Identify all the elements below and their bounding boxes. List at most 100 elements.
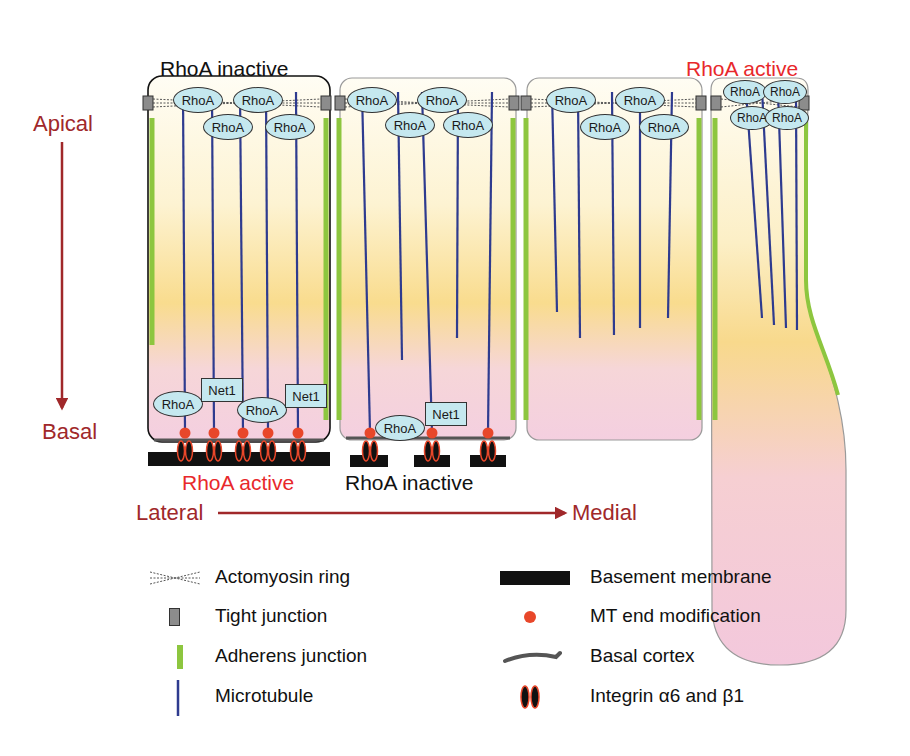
state-label: RhoA active <box>182 471 294 494</box>
adherens-junction <box>337 118 342 420</box>
adherens-junction <box>150 118 155 345</box>
protein-label: RhoA <box>212 120 245 135</box>
net1-box: Net1 <box>285 384 327 408</box>
legend-text: Tight junction <box>215 606 327 627</box>
rhoa-oval: RhoA <box>233 87 283 113</box>
protein-label: RhoA <box>394 118 427 133</box>
legend-text: MT end modification <box>590 606 761 627</box>
integrin <box>425 441 432 461</box>
rhoa-oval: RhoA <box>375 415 425 441</box>
protein-label: RhoA <box>384 421 417 436</box>
rhoa-oval: RhoA <box>153 391 203 417</box>
protein-label: RhoA <box>555 93 588 108</box>
tight-junction <box>711 96 721 110</box>
rhoa-oval: RhoA <box>385 112 435 138</box>
microtubule <box>552 92 557 312</box>
legend-integrin-icon <box>531 686 539 708</box>
legend-fiber <box>150 572 200 584</box>
legend-integrin-icon <box>521 686 529 708</box>
cell-body <box>148 76 330 442</box>
protein-label: RhoA <box>426 93 459 108</box>
tight-junction <box>335 96 345 110</box>
adherens-junction <box>511 118 516 420</box>
microtubule <box>488 92 492 432</box>
tight-junction <box>321 96 331 110</box>
mt-end-dot <box>263 428 274 439</box>
mt-end-dot <box>180 428 191 439</box>
adherens-junction <box>713 118 718 420</box>
basement-membrane <box>470 455 506 467</box>
rhoa-oval: RhoA <box>546 87 596 113</box>
adherens-junction <box>697 118 702 420</box>
adherens-junction <box>524 118 529 420</box>
microtubule <box>183 92 185 432</box>
legend-swatch <box>169 608 180 626</box>
mt-end-dot <box>365 428 376 439</box>
state-label: RhoA inactive <box>345 471 473 494</box>
adherens-junction <box>806 118 838 395</box>
legend-swatch <box>177 645 183 669</box>
protein-label: RhoA <box>624 93 657 108</box>
rhoa-oval: RhoA <box>615 87 665 113</box>
legend-actomyosin-icon <box>150 572 200 584</box>
integrin <box>299 441 306 461</box>
integrin <box>244 441 251 461</box>
protein-label: RhoA <box>356 93 389 108</box>
legend-microtubule-icon <box>177 680 180 716</box>
legend-text: Integrin α6 and β1 <box>590 686 744 707</box>
axis-label: Lateral <box>136 501 203 525</box>
protein-label: RhoA <box>242 93 275 108</box>
rhoa-oval: RhoA <box>173 87 223 113</box>
rhoa-oval: RhoA <box>765 106 809 130</box>
axis-label: Medial <box>572 501 637 525</box>
protein-label: RhoA <box>770 85 800 99</box>
apical-basal-arrow <box>61 142 64 408</box>
rhoa-oval: RhoA <box>347 87 397 113</box>
rhoa-oval: RhoA <box>723 80 767 104</box>
legend-swatch <box>524 611 536 623</box>
rhoa-oval: RhoA <box>417 87 467 113</box>
protein-label: RhoA <box>737 111 767 125</box>
rhoa-oval: RhoA <box>237 397 287 423</box>
legend-fiber <box>150 572 200 584</box>
cell-body <box>340 78 516 440</box>
integrin <box>363 441 370 461</box>
rhoa-oval: RhoA <box>763 80 807 104</box>
protein-label: RhoA <box>589 120 622 135</box>
protein-label: RhoA <box>162 397 195 412</box>
mt-end-dot <box>427 428 438 439</box>
legend-fiber <box>150 578 200 579</box>
mt-end-modifications <box>180 428 494 439</box>
legend-basal-cortex-icon <box>505 653 560 661</box>
tight-junction <box>509 96 519 110</box>
lateral-medial-arrow <box>218 512 565 515</box>
microtubules <box>183 90 797 432</box>
legend-text: Basement membrane <box>590 567 772 588</box>
axis-label: Basal <box>42 420 97 444</box>
rhoa-oval: RhoA <box>443 112 493 138</box>
integrin <box>236 441 243 461</box>
microtubule <box>266 92 268 432</box>
integrin <box>291 441 298 461</box>
integrin <box>489 441 496 461</box>
rhoa-oval: RhoA <box>639 114 689 140</box>
integrins <box>178 441 496 461</box>
integrin <box>186 441 193 461</box>
protein-label: Net1 <box>208 383 235 398</box>
legend-text: Adherens junction <box>215 646 367 667</box>
integrin <box>261 441 268 461</box>
legend-swatch <box>500 571 570 585</box>
microtubule <box>362 92 370 432</box>
protein-label: RhoA <box>772 111 802 125</box>
adherens-junction <box>324 118 329 420</box>
integrin <box>371 441 378 461</box>
tight-junction <box>521 96 531 110</box>
basement-membrane <box>414 455 450 467</box>
state-label: RhoA inactive <box>160 57 288 80</box>
protein-label: RhoA <box>246 403 279 418</box>
tight-junction <box>143 96 153 110</box>
mt-end-dot <box>209 428 220 439</box>
protein-label: Net1 <box>432 407 459 422</box>
mt-end-dot <box>293 428 304 439</box>
integrin <box>481 441 488 461</box>
